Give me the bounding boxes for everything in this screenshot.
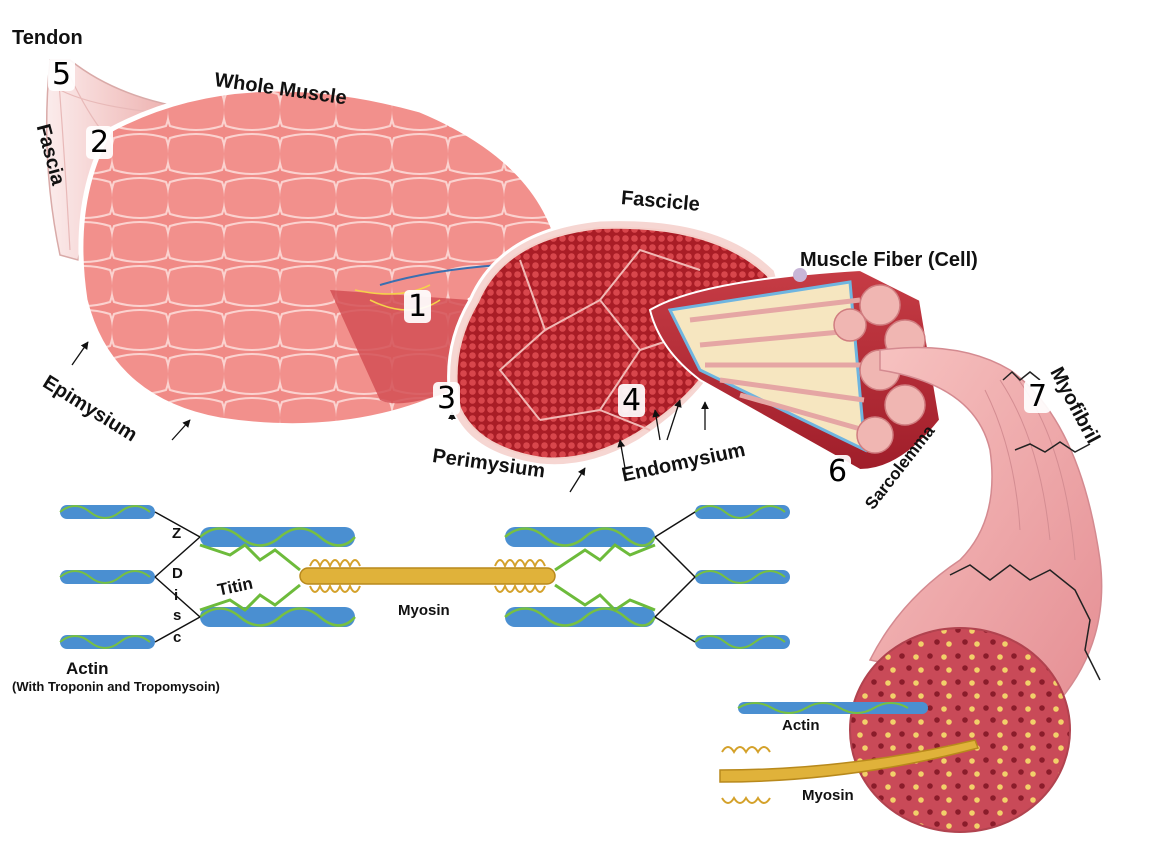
- sarcomere-diagram: [59, 505, 790, 649]
- label-myosin-sarcomere: Myosin: [398, 602, 450, 619]
- number-badge-6: 6: [824, 455, 852, 488]
- number-badge-1: 1: [404, 290, 432, 323]
- leader-arrows: [71, 341, 709, 493]
- number-badge-5: 5: [48, 58, 76, 91]
- label-muscle-fiber: Muscle Fiber (Cell): [800, 249, 978, 271]
- label-z-letter-i: i: [174, 587, 179, 604]
- label-myosin-myofibril: Myosin: [802, 787, 854, 804]
- label-z-letter-c: c: [173, 629, 182, 646]
- label-actin-note: (With Troponin and Tropomysoin): [12, 679, 220, 694]
- label-z-letter-s: s: [173, 607, 182, 624]
- titin-springs: [199, 543, 656, 612]
- label-z-letter-d: D: [172, 565, 183, 582]
- blood-vessel: [379, 264, 501, 286]
- whole-muscle: [78, 86, 563, 429]
- label-actin: Actin: [66, 659, 109, 678]
- perimysium-partitions: [498, 248, 701, 431]
- z-disc-lines: [154, 511, 696, 643]
- number-badge-4: 4: [618, 384, 646, 417]
- myosin-thick-filament: [299, 559, 556, 593]
- myofibril-cross-section: [849, 627, 1071, 833]
- myofibril: [849, 346, 1103, 833]
- label-z-letter-z: Z: [172, 525, 182, 542]
- number-badge-3: 3: [433, 382, 461, 415]
- label-tendon: Tendon: [12, 27, 83, 49]
- actin-filaments: [59, 505, 790, 649]
- number-badge-7: 7: [1024, 380, 1052, 413]
- myofibril-filaments: [719, 702, 979, 804]
- label-actin-myofibril: Actin: [782, 717, 820, 734]
- number-badge-2: 2: [86, 126, 114, 159]
